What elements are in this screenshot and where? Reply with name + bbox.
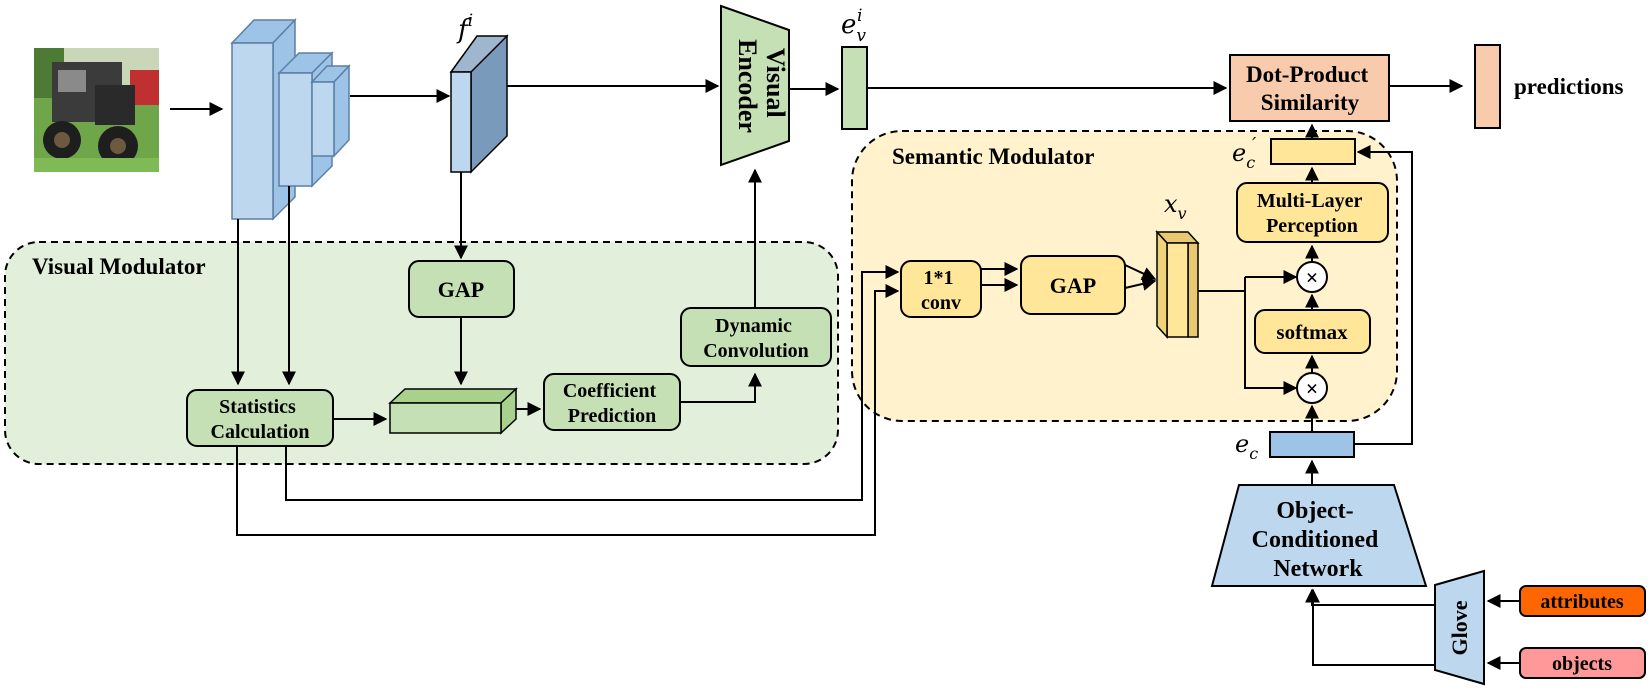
gap-visual-label: GAP (438, 277, 484, 302)
object-conditioned-network-shape (1210, 484, 1428, 587)
ev-label: evi (841, 6, 866, 46)
objects-label: objects (1552, 653, 1612, 675)
visual-encoder-shape (720, 4, 790, 167)
glove-shape (1434, 569, 1485, 686)
object-conditioned-network-label: Object- Conditioned Network (1252, 498, 1385, 582)
dot-product-similarity-label: Dot-Product Similarity (1246, 62, 1374, 115)
glove-label: Glove (1447, 600, 1472, 655)
ec-label: ec (1235, 430, 1258, 463)
multiply-top-symbol: × (1306, 265, 1319, 290)
class-embedding-bar (1269, 431, 1355, 458)
multiply-bottom-symbol: × (1306, 376, 1319, 401)
coefficient-prediction-label: Coefficient Prediction (563, 380, 661, 427)
input-image (34, 48, 159, 172)
visual-encoder-label: Visual Encoder (733, 39, 790, 133)
gap-semantic-label: GAP (1050, 273, 1096, 298)
predictions-bar (1474, 44, 1501, 129)
attributes-label: attributes (1540, 591, 1624, 613)
fused-statistics-block (388, 387, 518, 435)
gap-semantic-box (1020, 255, 1126, 315)
predictions-label: predictions (1514, 74, 1624, 99)
visual-modulator-title: Visual Modulator (32, 254, 206, 279)
xv-label: xv (1164, 190, 1187, 223)
dynamic-convolution-label: Dynamic Convolution (703, 315, 809, 362)
dot-product-similarity-box (1229, 54, 1390, 122)
semantic-modulator-title: Semantic Modulator (892, 144, 1095, 169)
semantic-feature-xv (1155, 230, 1200, 339)
statistics-calculation-label: Statistics Calculation (211, 396, 310, 443)
softmax-label: softmax (1276, 320, 1348, 344)
conv-1x1-box (900, 260, 982, 318)
multi-layer-perception-label: Multi-Layer Perception (1257, 190, 1367, 237)
visual-embedding-bar (841, 46, 868, 130)
fi-label: fi (456, 11, 473, 45)
feature-map-fi (449, 34, 509, 174)
ecp-label: ec′ (1232, 134, 1256, 172)
conv-1x1-label: 1*1 conv (921, 267, 961, 314)
modulated-class-embedding-bar (1270, 138, 1356, 165)
backbone-feature-block-3 (310, 64, 351, 158)
